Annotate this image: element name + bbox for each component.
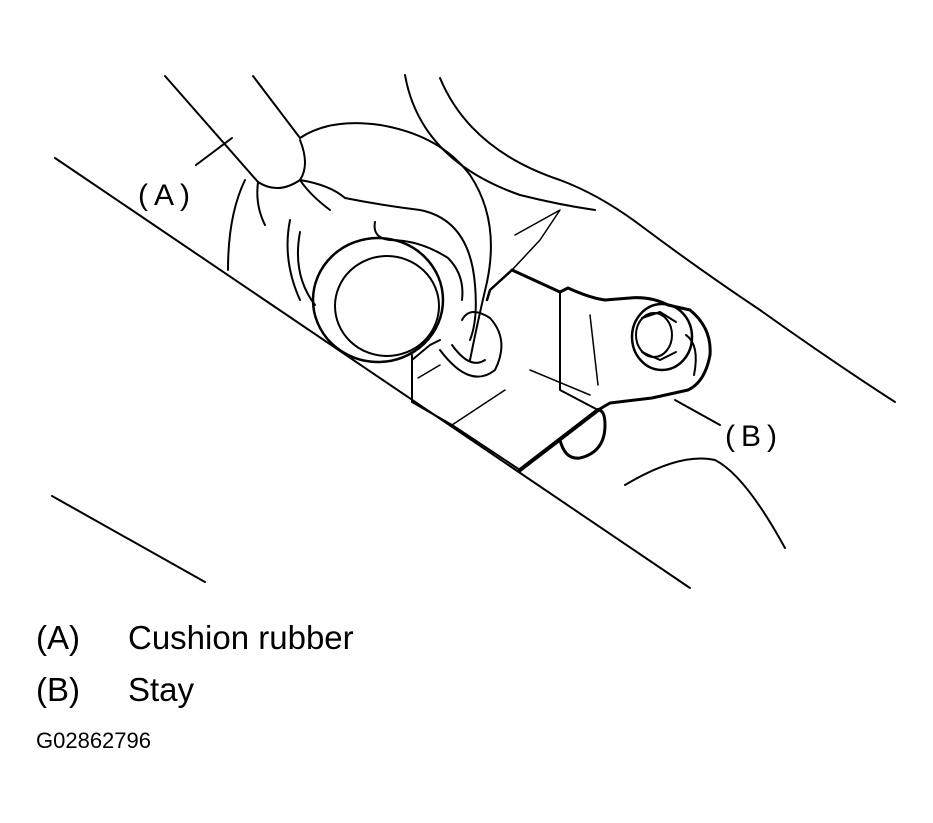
- bolt-icon: [630, 302, 697, 376]
- parts-legend: (A) Cushion rubber (B) Stay: [36, 612, 354, 716]
- legend-item-stay: (B) Stay: [36, 664, 354, 716]
- figure-id: G02862796: [36, 728, 151, 753]
- legend-item-cushion-rubber: (A) Cushion rubber: [36, 612, 354, 664]
- cushion-rubber: [227, 122, 503, 378]
- callout-a: (A): [138, 179, 196, 212]
- callout-b: (B): [725, 420, 783, 453]
- hanger-rod: [164, 75, 306, 189]
- legend-label: Cushion rubber: [128, 619, 354, 656]
- body-panel: [51, 74, 896, 589]
- legend-label: Stay: [128, 671, 195, 708]
- stay-bracket: [411, 209, 712, 472]
- exploded-view-drawing: (A) (B): [51, 74, 896, 589]
- legend-key: (B): [36, 671, 80, 708]
- legend-key: (A): [36, 619, 80, 656]
- leader-lines: [195, 137, 721, 426]
